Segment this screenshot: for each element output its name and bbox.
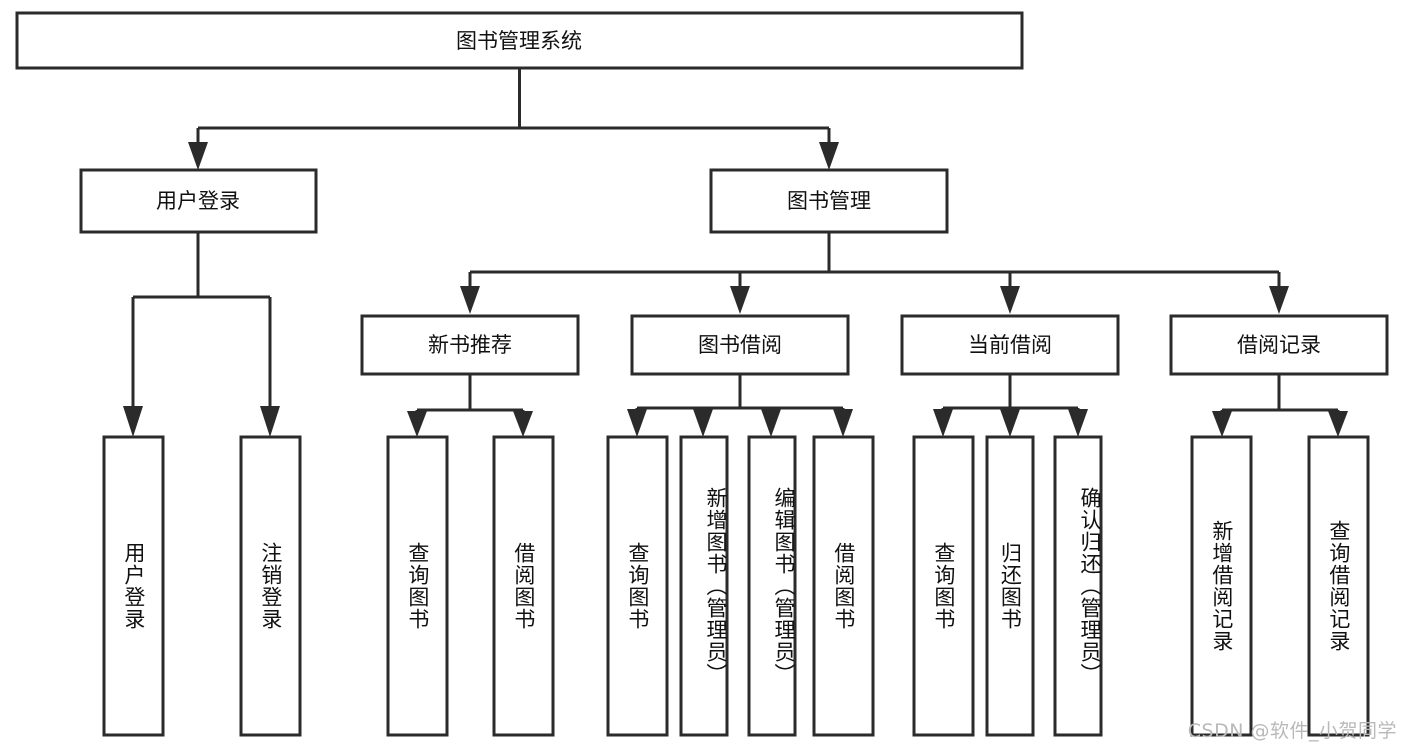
leaf-label-current-borrow-return: 归还图书 — [998, 542, 1023, 630]
node-leaf-user-login-login[interactable] — [102, 435, 165, 737]
arrow-head-book-borrow — [730, 286, 750, 314]
node-new-book-recommend[interactable] — [360, 314, 580, 376]
node-root-book-management-system[interactable] — [15, 11, 1024, 70]
node-book-management[interactable] — [709, 168, 949, 234]
node-leaf-book-borrow-edit[interactable] — [747, 435, 797, 737]
node-leaf-user-login-logout[interactable] — [239, 435, 302, 737]
node-user-login[interactable] — [79, 168, 318, 234]
arrow-head-borrow-records — [1269, 286, 1289, 314]
arrow-head-leaf-current-borrow-2 — [1000, 409, 1020, 437]
arrow-head-leaf-current-borrow-1 — [933, 409, 953, 437]
leaf-label-borrow-records-query: 查询借阅记录 — [1326, 520, 1351, 652]
arrow-head-leaf-new-book-2 — [513, 411, 533, 437]
arrow-head-current-borrow — [1000, 286, 1020, 314]
leaf-label-book-borrow-borrow: 借阅图书 — [831, 542, 856, 630]
node-book-management-label: 图书管理 — [787, 189, 871, 213]
leaf-label-new-book-borrow: 借阅图书 — [511, 542, 536, 630]
node-current-borrow-label: 当前借阅 — [968, 333, 1052, 357]
arrow-head-leaf-book-borrow-2 — [693, 409, 713, 437]
connector-group-current-borrow — [933, 374, 1088, 437]
node-book-borrow[interactable] — [630, 314, 850, 376]
arrow-head-leaf-borrow-records-2 — [1328, 411, 1348, 437]
arrow-head-leaf-borrow-records-1 — [1212, 411, 1232, 437]
connector-group-borrow-records — [1212, 374, 1348, 437]
csdn-watermark: CSDN @软件_小贺同学 — [1187, 720, 1397, 742]
leaf-label-current-borrow-query: 查询图书 — [931, 542, 956, 630]
arrow-head-leaf-book-borrow-3 — [761, 409, 781, 437]
arrow-head-leaf-user-login-2 — [260, 406, 280, 437]
node-leaf-book-borrow-add[interactable] — [679, 435, 729, 737]
connector-group-root — [188, 68, 839, 170]
leaf-label-user-login-login: 用户登录 — [121, 542, 146, 630]
arrow-head-book-mgmt — [819, 142, 839, 170]
arrow-head-leaf-current-borrow-3 — [1068, 409, 1088, 437]
leaf-label-new-book-query: 查询图书 — [405, 542, 430, 630]
node-borrow-records[interactable] — [1169, 314, 1389, 376]
arrow-head-leaf-book-borrow-4 — [833, 409, 853, 437]
connector-group-user-login — [123, 232, 280, 437]
leaf-label-book-borrow-add: 新增图书（管理员） — [704, 487, 728, 685]
arrow-head-user-login — [188, 142, 208, 170]
node-current-borrow[interactable] — [900, 314, 1120, 376]
node-new-book-recommend-label: 新书推荐 — [428, 333, 512, 357]
connector-group-book-mgmt — [460, 232, 1289, 314]
arrow-head-leaf-book-borrow-1 — [627, 409, 647, 437]
node-leaf-borrow-records-query[interactable] — [1307, 435, 1370, 737]
node-borrow-records-label: 借阅记录 — [1237, 333, 1321, 357]
node-leaf-current-borrow-query[interactable] — [912, 435, 975, 737]
leaf-label-book-borrow-edit: 编辑图书（管理员） — [772, 487, 796, 685]
node-user-login-label: 用户登录 — [156, 189, 240, 213]
node-leaf-book-borrow-query[interactable] — [606, 435, 669, 737]
leaf-label-borrow-records-add: 新增借阅记录 — [1209, 520, 1234, 652]
node-leaf-new-book-borrow[interactable] — [492, 435, 555, 737]
connector-group-book-borrow — [627, 374, 853, 437]
node-book-borrow-label: 图书借阅 — [698, 333, 782, 357]
node-leaf-current-borrow-confirm[interactable] — [1053, 435, 1103, 737]
connector-group-new-book — [407, 374, 533, 437]
leaf-label-user-login-logout: 注销登录 — [258, 542, 283, 630]
node-leaf-book-borrow-borrow[interactable] — [812, 435, 875, 737]
leaf-label-current-borrow-confirm: 确认归还（管理员） — [1078, 487, 1102, 685]
node-root-label: 图书管理系统 — [456, 29, 582, 53]
node-leaf-current-borrow-return[interactable] — [985, 435, 1035, 737]
node-leaf-borrow-records-add[interactable] — [1190, 435, 1253, 737]
arrow-head-leaf-new-book-1 — [407, 411, 427, 437]
leaf-label-book-borrow-query: 查询图书 — [625, 542, 650, 630]
node-leaf-new-book-query[interactable] — [386, 435, 449, 737]
arrow-head-new-book — [460, 286, 480, 314]
arrow-head-leaf-user-login-1 — [123, 406, 143, 437]
